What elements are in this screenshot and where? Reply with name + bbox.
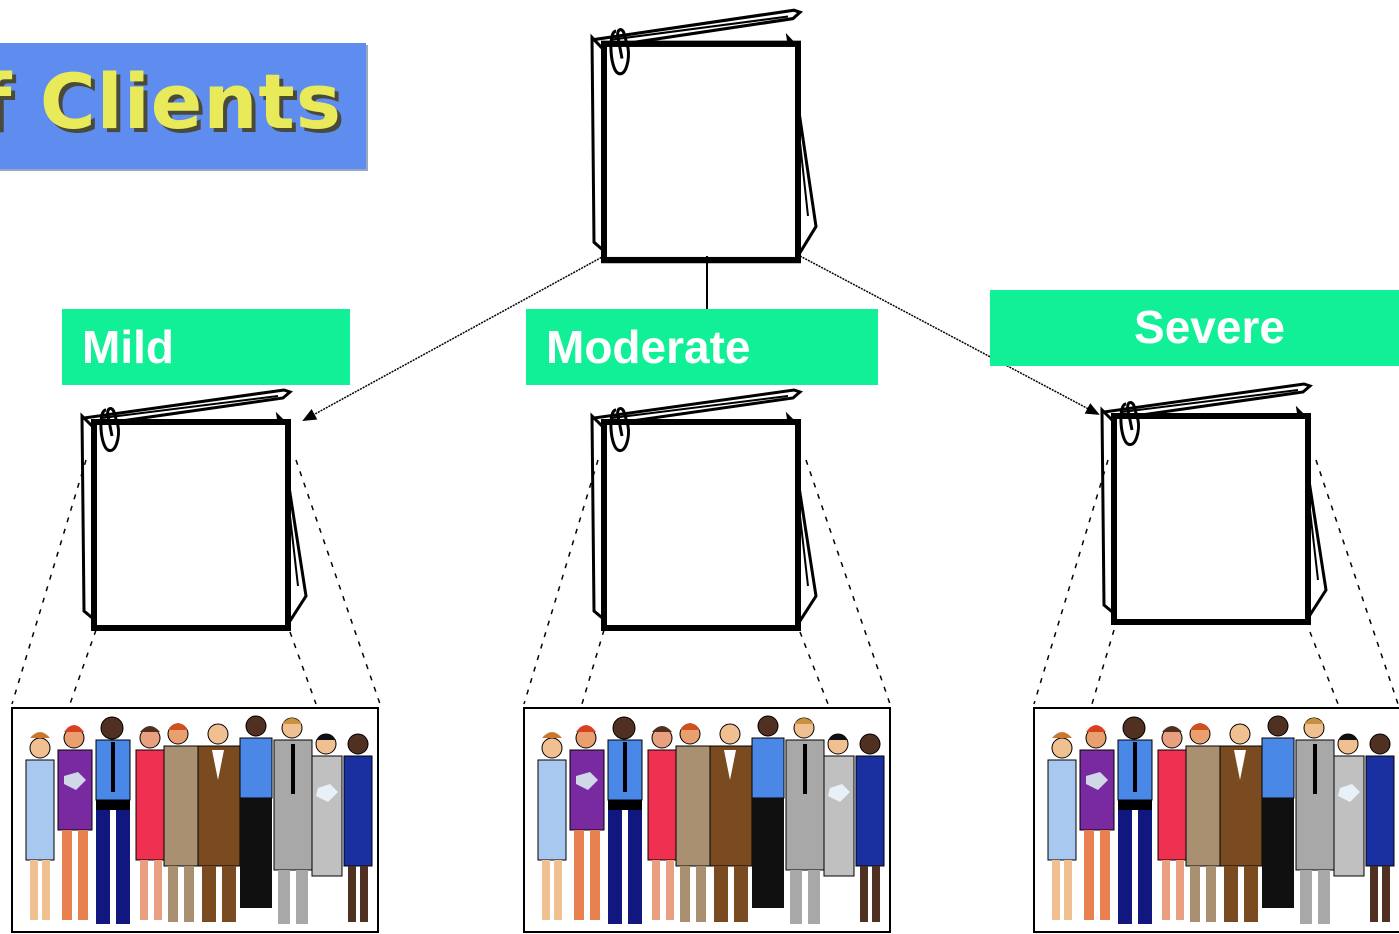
severe-people-crowd-icon [1033,707,1399,933]
label-severe: Severe [990,290,1399,366]
label-moderate: Moderate [526,309,878,385]
moderate-paper-stack-icon [592,390,816,628]
root-paper-stack-icon [592,10,816,260]
moderate-people-crowd-icon [523,707,891,933]
label-mild: Mild [62,309,350,385]
title-text: f Clients [0,57,342,146]
mild-people-crowd-icon [11,707,379,933]
zoom-lines [11,459,1399,705]
mild-paper-stack-icon [82,390,306,628]
title-banner: f Clients [0,43,366,169]
root-to-severe-arrow [799,255,1100,415]
severe-paper-stack-icon [1102,384,1326,622]
